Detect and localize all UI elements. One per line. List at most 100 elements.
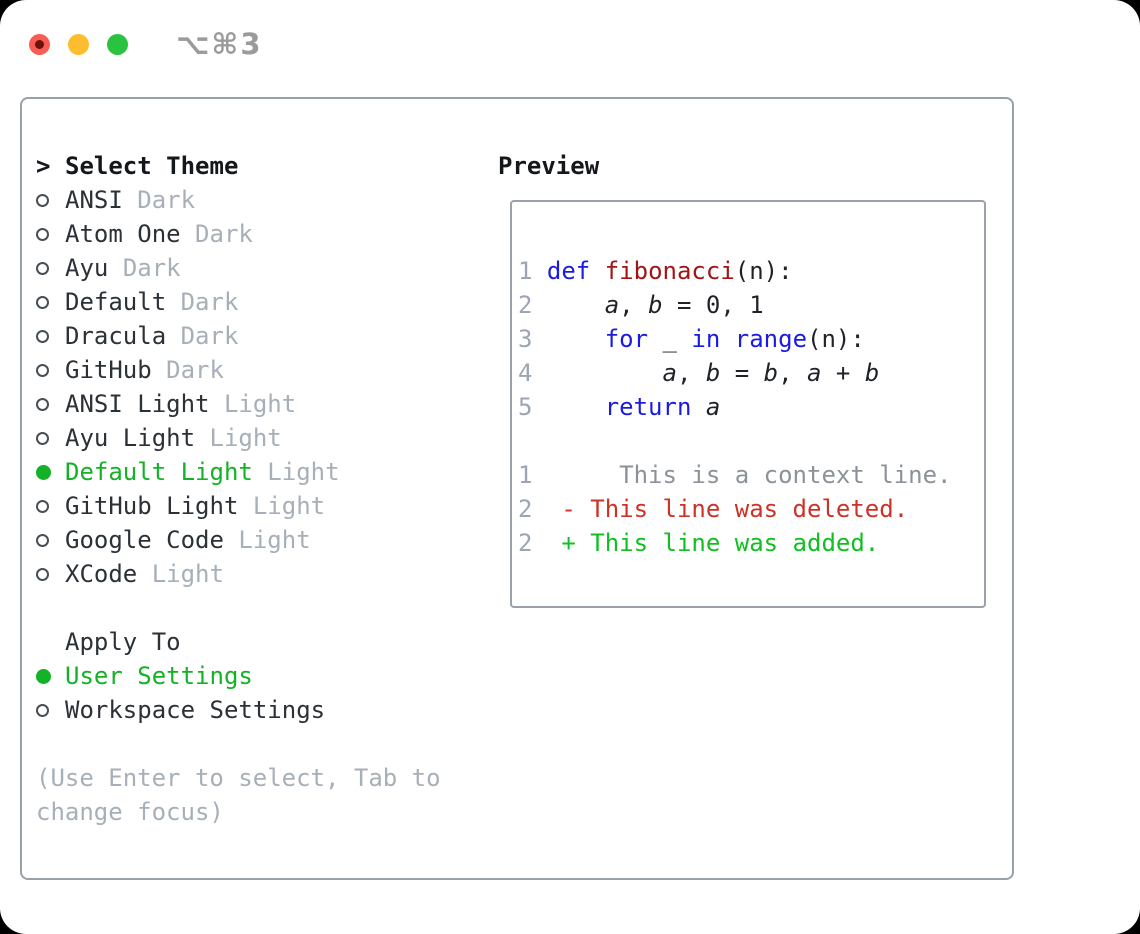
line-number: 2 bbox=[518, 529, 533, 557]
theme-option[interactable]: Default Light Light bbox=[36, 455, 441, 489]
code-line: 1 def fibonacci(n): bbox=[518, 257, 793, 285]
zoom-button-icon[interactable] bbox=[107, 33, 128, 55]
marker-column: > bbox=[36, 152, 65, 180]
option-label: Dracula bbox=[65, 322, 167, 350]
line-number: 2 bbox=[518, 495, 533, 523]
variant-tag: Dark bbox=[166, 356, 224, 384]
marker-column bbox=[36, 703, 65, 717]
variant-tag: Dark bbox=[122, 254, 181, 282]
theme-option[interactable]: ANSI Light Light bbox=[36, 387, 441, 421]
radio-icon bbox=[36, 567, 49, 581]
variant-tag: Dark bbox=[180, 288, 239, 316]
marker-column bbox=[36, 193, 65, 207]
code-line: 2 + This line was added. bbox=[518, 529, 880, 557]
apply-to-option[interactable]: User Settings bbox=[36, 659, 441, 693]
code-line: 4 a, b = b, a + b bbox=[518, 359, 880, 387]
preview-title: Preview bbox=[498, 152, 600, 180]
marker-column bbox=[36, 567, 65, 581]
radio-icon bbox=[36, 431, 49, 445]
variant-tag: Light bbox=[223, 390, 297, 418]
line-number: 1 bbox=[518, 257, 533, 285]
marker-column bbox=[36, 668, 65, 684]
radio-icon bbox=[36, 329, 49, 343]
apply-to-header-row: Apply To bbox=[36, 625, 441, 659]
marker-column bbox=[36, 227, 65, 241]
option-label: Ayu Light bbox=[65, 424, 196, 452]
minimize-button-icon[interactable] bbox=[68, 33, 89, 55]
variant-tag: Light bbox=[267, 458, 340, 486]
radio-icon bbox=[36, 499, 49, 513]
theme-option[interactable]: Google Code Light bbox=[36, 523, 441, 557]
line-number: 2 bbox=[518, 291, 533, 319]
theme-option[interactable]: XCode Light bbox=[36, 557, 441, 591]
marker-column bbox=[36, 261, 65, 275]
line-number: 5 bbox=[518, 393, 533, 421]
select-theme-header-row: >Select Theme bbox=[36, 149, 441, 183]
variant-tag: Light bbox=[238, 526, 311, 554]
code-line bbox=[518, 424, 984, 458]
theme-option[interactable]: Dracula Dark bbox=[36, 319, 441, 353]
code-line: 3 for _ in range(n): bbox=[518, 325, 865, 353]
option-label: Default bbox=[65, 288, 167, 316]
option-label: Workspace Settings bbox=[65, 696, 326, 724]
apply-to-option[interactable]: Workspace Settings bbox=[36, 693, 441, 727]
variant-tag: Light bbox=[209, 424, 282, 452]
theme-option[interactable]: Default Dark bbox=[36, 285, 441, 319]
marker-column bbox=[36, 533, 65, 547]
code-line: 2 a, b = 0, 1 bbox=[518, 291, 764, 319]
theme-option[interactable]: GitHub Light Light bbox=[36, 489, 441, 523]
theme-option[interactable]: GitHub Dark bbox=[36, 353, 441, 387]
theme-option[interactable]: Ayu Dark bbox=[36, 251, 441, 285]
option-label: ANSI bbox=[65, 186, 123, 214]
theme-option[interactable]: Atom One Dark bbox=[36, 217, 441, 251]
line-number: 3 bbox=[518, 325, 533, 353]
option-label: GitHub Light bbox=[65, 492, 239, 520]
marker-column bbox=[36, 329, 65, 343]
option-label: GitHub bbox=[65, 356, 152, 384]
spacer bbox=[36, 591, 441, 625]
marker-column bbox=[36, 464, 65, 480]
cursor-icon: > bbox=[36, 152, 51, 180]
variant-tag: Dark bbox=[180, 322, 239, 350]
radio-selected-icon bbox=[36, 668, 51, 684]
option-label: ANSI Light bbox=[65, 390, 210, 418]
preview-pane: 1 def fibonacci(n): 2 a, b = 0, 1 3 for _ … bbox=[510, 200, 986, 608]
theme-option[interactable]: Ayu Light Light bbox=[36, 421, 441, 455]
option-label: XCode bbox=[65, 560, 138, 588]
theme-option[interactable]: ANSI Dark bbox=[36, 183, 441, 217]
option-label: Atom One bbox=[65, 220, 181, 248]
window-shortcut-label: ⌥⌘3 bbox=[176, 27, 263, 61]
spacer bbox=[36, 727, 441, 761]
code-line: 1 This is a context line. bbox=[518, 461, 952, 489]
line-number: 4 bbox=[518, 359, 533, 387]
titlebar: ⌥⌘3 bbox=[29, 27, 263, 61]
close-button-icon[interactable] bbox=[29, 33, 50, 55]
variant-tag: Light bbox=[252, 492, 326, 520]
marker-column bbox=[36, 397, 65, 411]
radio-icon bbox=[36, 533, 49, 547]
line-number: 1 bbox=[518, 461, 533, 489]
marker-column bbox=[36, 363, 65, 377]
radio-icon bbox=[36, 295, 49, 309]
option-label: User Settings bbox=[65, 662, 253, 690]
marker-column bbox=[36, 499, 65, 513]
radio-icon bbox=[36, 363, 49, 377]
radio-icon bbox=[36, 227, 49, 241]
option-label: Ayu bbox=[65, 254, 109, 282]
variant-tag: Dark bbox=[195, 220, 253, 248]
code-line: 5 return a bbox=[518, 393, 721, 421]
radio-icon bbox=[36, 261, 49, 275]
variant-tag: Dark bbox=[137, 186, 196, 214]
variant-tag: Light bbox=[151, 560, 224, 588]
radio-icon bbox=[36, 193, 49, 207]
option-label: Google Code bbox=[65, 526, 224, 554]
option-label: Default Light bbox=[65, 458, 253, 486]
radio-selected-icon bbox=[36, 464, 51, 480]
radio-icon bbox=[36, 397, 49, 411]
radio-icon bbox=[36, 703, 49, 717]
